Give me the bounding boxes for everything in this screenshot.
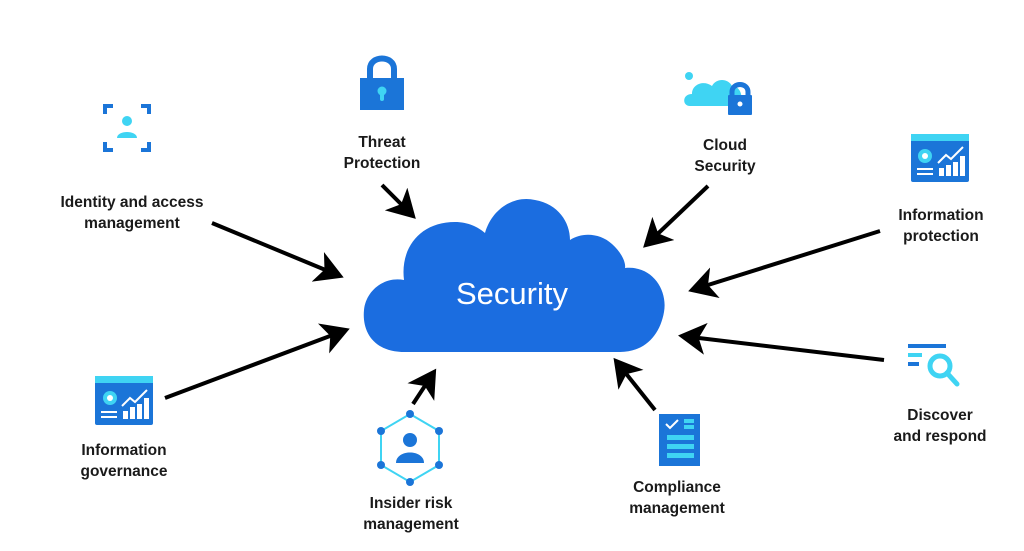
label-line: governance xyxy=(80,463,168,480)
arrow-cloud xyxy=(643,184,710,248)
dashboard-chart-icon xyxy=(911,134,969,182)
label-line: Security xyxy=(694,158,756,175)
label-line: Threat xyxy=(358,134,406,151)
arrows xyxy=(164,183,885,412)
arrow-insider xyxy=(407,368,437,406)
label-line: Insider risk xyxy=(369,495,453,512)
search-filter-icon xyxy=(908,344,960,387)
node-label-infoprot: Information protection xyxy=(898,205,983,247)
arrow-infoprot xyxy=(688,229,881,299)
node-label-insider: Insider risk management xyxy=(363,493,459,535)
padlock-icon xyxy=(360,55,404,110)
node-label-infogov: Information governance xyxy=(80,440,167,482)
label-line: protection xyxy=(903,228,979,245)
node-label-cloud: Cloud Security xyxy=(694,135,755,177)
identity-scan-icon xyxy=(103,104,151,152)
node-label-discover: Discover and respond xyxy=(893,405,986,447)
node-label-compliance: Compliance management xyxy=(629,477,725,519)
dashboard-gear-chart-icon xyxy=(95,376,153,425)
security-cloud: Security xyxy=(363,198,665,352)
network-user-icon xyxy=(377,410,443,486)
arrow-identity xyxy=(211,221,344,282)
label-line: management xyxy=(629,500,725,517)
node-label-threat: Threat Protection xyxy=(344,132,421,174)
label-line: Compliance xyxy=(633,479,721,496)
cloud-lock-icon xyxy=(684,72,752,115)
label-line: management xyxy=(363,516,459,533)
label-line: Cloud xyxy=(703,137,747,154)
node-label-identity: Identity and access management xyxy=(60,192,203,234)
label-line: Information xyxy=(898,207,984,224)
arrow-infogov xyxy=(164,323,350,400)
center-label: Security xyxy=(456,276,568,311)
label-line: Identity and access xyxy=(60,194,204,211)
checklist-icon xyxy=(659,414,700,466)
arrow-compliance xyxy=(613,357,657,412)
arrow-discover xyxy=(678,322,885,362)
label-line: and respond xyxy=(893,428,987,445)
label-line: management xyxy=(84,215,180,232)
label-line: Information xyxy=(81,442,167,459)
label-line: Protection xyxy=(343,155,421,172)
label-line: Discover xyxy=(907,407,973,424)
arrow-threat xyxy=(380,183,416,219)
